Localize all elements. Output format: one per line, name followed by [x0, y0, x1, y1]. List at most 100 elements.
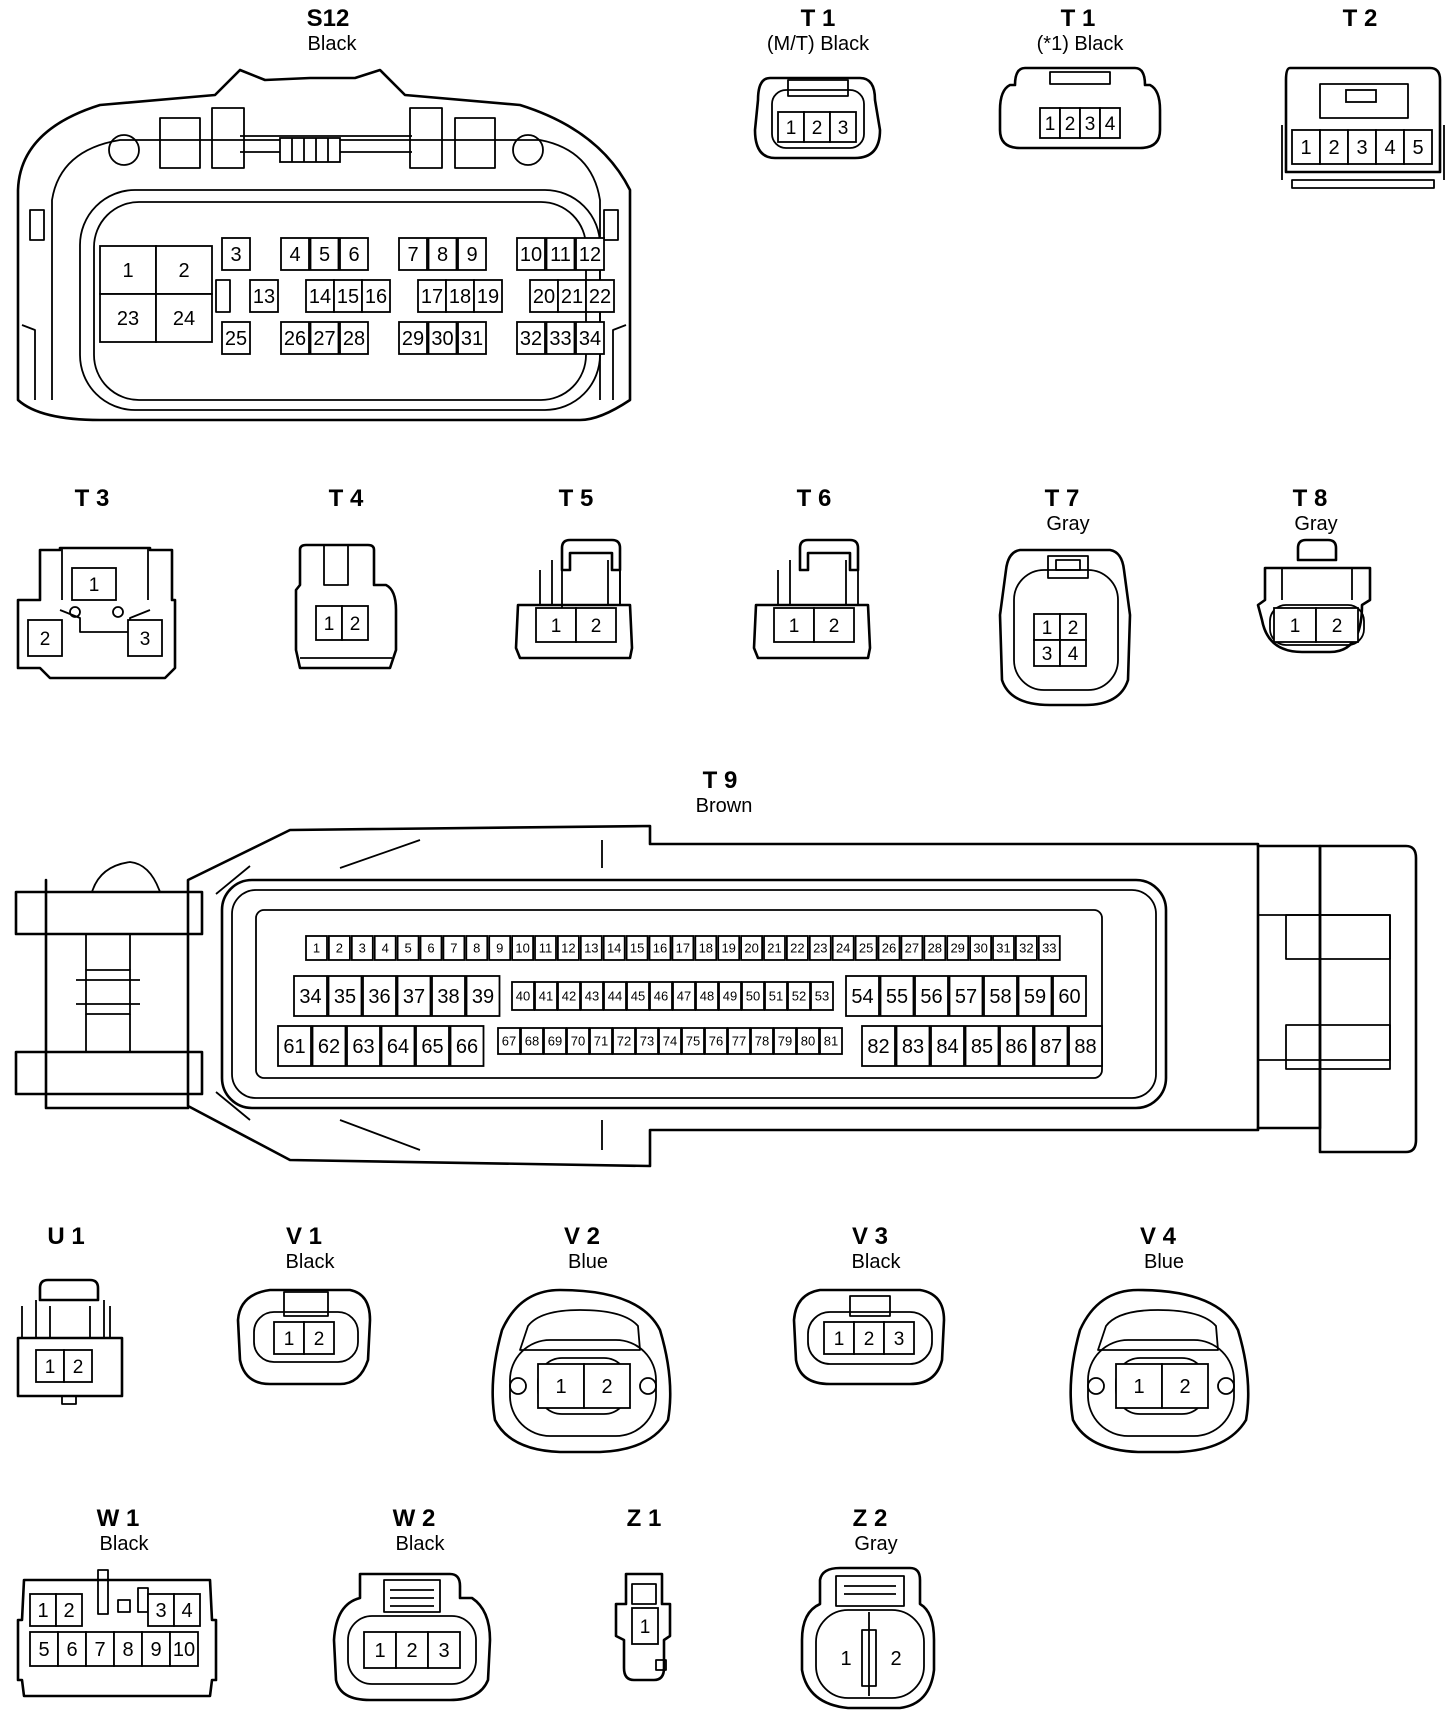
pin-number: 2 [40, 629, 51, 650]
connector-color: Blue [568, 1251, 608, 1273]
pin-number: 3 [155, 1600, 166, 1622]
connector-pin: 19 [473, 279, 503, 313]
connector-pin: 68 [520, 1027, 544, 1055]
connector-pin: 31 [457, 321, 487, 355]
pin-number: 2 [336, 941, 343, 956]
pin-number: 52 [792, 989, 806, 1004]
pin-cavity [1099, 107, 1121, 139]
connector-pin: 70 [566, 1027, 590, 1055]
pin-cavity [35, 1349, 65, 1383]
connector-pin: 1 [1115, 1363, 1163, 1409]
pin-number: 13 [253, 286, 275, 308]
pin-number: 6 [66, 1639, 77, 1661]
connector-pin: 1 [1273, 607, 1317, 643]
connector-pin: 7 [85, 1631, 115, 1667]
pin-number: 64 [387, 1036, 409, 1058]
pin-cavity [557, 279, 587, 313]
pin-number: 8 [122, 1639, 133, 1661]
pin-number: 84 [936, 1036, 958, 1058]
connector-pin: 51 [764, 981, 788, 1011]
connector-pin: 1 [535, 607, 577, 643]
connector-pin: 18 [694, 935, 718, 961]
connector-pin: 74 [658, 1027, 682, 1055]
connector-pin: 20 [529, 279, 559, 313]
pin-number: 16 [365, 286, 387, 308]
connector-pin: 2 [27, 619, 63, 657]
pin-cavity [983, 975, 1018, 1017]
pin-number: 55 [886, 986, 908, 1008]
connector-pin: 3 [427, 1631, 461, 1669]
pin-number: 10 [520, 244, 542, 266]
pin-cavity [55, 1593, 83, 1627]
pin-number: 72 [617, 1034, 631, 1049]
connector-pin: 26 [280, 321, 310, 355]
connector-pin: 44 [603, 981, 627, 1011]
pin-cavity [999, 1025, 1034, 1067]
pin-number: 30 [431, 328, 453, 350]
pin-cavity [992, 935, 1015, 961]
connector-pin: 14 [602, 935, 626, 961]
connector-pin: 14 [305, 279, 335, 313]
pin-cavity [309, 321, 340, 355]
connector-pin: 16 [648, 935, 672, 961]
pin-cavity [631, 1607, 659, 1645]
connector-color: Black [286, 1251, 336, 1273]
connector-color: Brown [696, 795, 753, 817]
pin-number: 31 [996, 941, 1010, 956]
connector-pin: 1 [1039, 107, 1061, 139]
pin-cavity [602, 935, 626, 961]
connector-pin: 27 [309, 321, 340, 355]
pin-cavity [883, 1321, 915, 1355]
pin-cavity [773, 607, 815, 643]
pin-number: 4 [1384, 137, 1395, 159]
pin-cavity [373, 935, 397, 961]
connector-pin: 8 [465, 935, 489, 961]
pin-cavity [879, 975, 915, 1017]
connector-pin: 2 [395, 1631, 429, 1669]
pin-number: 62 [318, 1036, 340, 1058]
connector-pin: 76 [704, 1027, 728, 1055]
pin-cavity [511, 981, 535, 1011]
connector-pin: 54 [845, 975, 880, 1017]
pin-cavity [415, 1025, 450, 1067]
pin-cavity [362, 975, 397, 1017]
connector-pin: 1 [71, 567, 117, 601]
connector-code: T 1 [801, 5, 836, 32]
pin-cavity [649, 981, 673, 1011]
connector-pin: 2 [1161, 1363, 1209, 1409]
connector-pin: 63 [346, 1025, 381, 1067]
pin-number: 44 [608, 989, 622, 1004]
pin-cavity [704, 1027, 728, 1055]
pin-number: 3 [1356, 137, 1367, 159]
pin-group: 1 2 3 [27, 567, 163, 657]
pin-number: 16 [653, 941, 667, 956]
pin-cavity [431, 975, 466, 1017]
pin-cavity [465, 935, 489, 961]
pin-cavity [127, 619, 163, 657]
pin-number: 1 [374, 1640, 385, 1662]
connector-code: T 7 [1045, 485, 1080, 512]
connector-pin: 28 [339, 321, 369, 355]
connector-pin: 3 [127, 619, 163, 657]
pin-cavity [773, 1027, 797, 1055]
pin-number: 1 [45, 1357, 56, 1378]
connector-pin: 52 [787, 981, 811, 1011]
connector-pin: 7 [398, 237, 428, 271]
connector-pin: 2 [1059, 613, 1087, 641]
connector-pin: 1 [1033, 613, 1061, 641]
pin-cavity [341, 605, 369, 641]
pin-number: 4 [1105, 114, 1116, 135]
pin-number: 2 [1328, 137, 1339, 159]
pin-cavity [695, 981, 719, 1011]
